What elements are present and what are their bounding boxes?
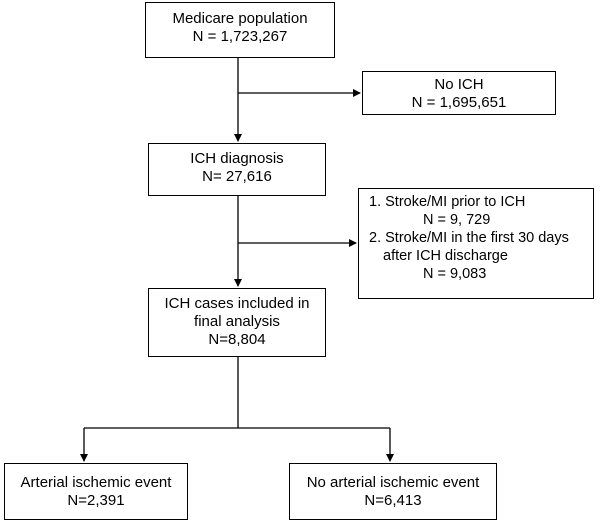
exclusion-2-count: N = 9,083 [423,266,487,282]
arterial-count: N=2,391 [67,492,125,509]
included-label: ICH cases included in [164,295,310,312]
exclusion-2-label: 2. Stroke/MI in the first 30 days [369,230,569,246]
no-ich-count: N = 1,695,651 [411,94,507,111]
medicare-population-box: Medicare population N = 1,723,267 [145,2,335,58]
exclusion-2-label-cont: after ICH discharge [383,248,508,264]
exclusions-box: 1. Stroke/MI prior to ICH N = 9, 729 2. … [358,188,594,299]
ich-diagnosis-box: ICH diagnosis N= 27,616 [148,143,326,196]
no-arterial-label: No arterial ischemic event [306,474,480,491]
included-count: N=8,804 [208,331,266,348]
arterial-event-box: Arterial ischemic event N=2,391 [4,463,188,520]
included-label-cont: final analysis [194,313,280,330]
no-ich-label: No ICH [434,76,484,93]
exclusion-1-count: N = 9, 729 [423,212,491,228]
ich-diagnosis-count: N= 27,616 [202,168,272,185]
medicare-count: N = 1,723,267 [192,28,288,45]
ich-diagnosis-label: ICH diagnosis [190,150,284,167]
no-ich-box: No ICH N = 1,695,651 [362,71,556,115]
included-cases-box: ICH cases included in final analysis N=8… [148,288,326,357]
no-arterial-event-box: No arterial ischemic event N=6,413 [289,463,497,520]
exclusion-1-label: 1. Stroke/MI prior to ICH [369,194,526,210]
medicare-label: Medicare population [172,10,308,27]
no-arterial-count: N=6,413 [364,492,422,509]
arterial-label: Arterial ischemic event [20,474,172,491]
